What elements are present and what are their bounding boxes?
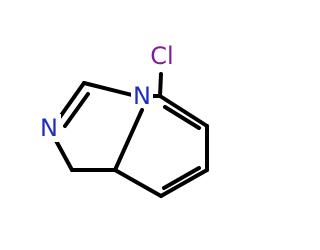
ring-nitrogen-atom-label: N [40,114,58,142]
bond-c5-c6-inner [163,105,201,130]
bond-bridge-n-c8a [113,108,144,172]
chlorine-atom-label: Cl [150,42,173,70]
bond-cl-c5 [158,72,163,98]
bond-c8-c8a [113,168,163,198]
molecule-diagram: Cl N N [37,38,209,198]
ring-n-label-background [37,114,61,142]
bond-c3-n2-inner [63,92,90,128]
bond-c7-c8 [159,168,209,198]
bond-c7-c8-inner [162,166,201,190]
cl-label-background [142,38,182,72]
bond-bridge-n-c3 [82,81,138,98]
molecule-canvas: Cl N N [37,38,209,198]
bond-n2-c1 [52,135,74,172]
bridge-nitrogen-atom-label: N [133,82,151,110]
bridge-n-label-background [131,80,153,108]
bond-c5-c6 [158,94,209,128]
